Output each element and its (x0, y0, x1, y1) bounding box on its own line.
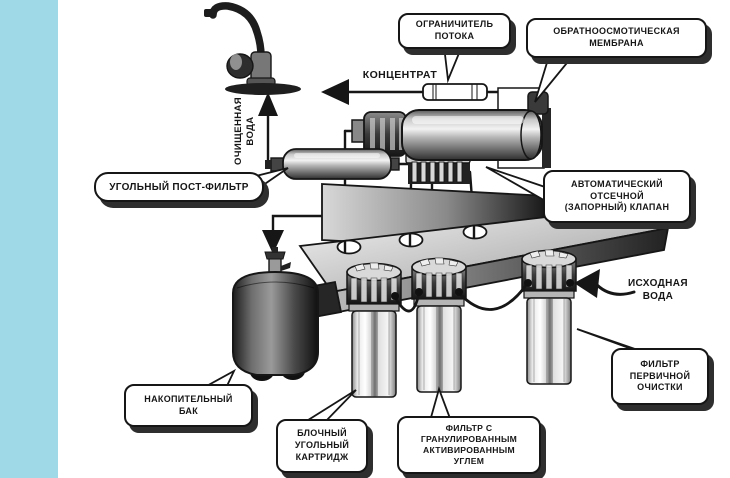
carbon-block-tail (301, 389, 357, 423)
callout-carbon-block: БЛОЧНЫЙ УГОЛЬНЫЙ КАРТРИДЖ (276, 419, 368, 473)
gac-housing (411, 257, 467, 393)
callout-storage-tank: НАКОПИТЕЛЬНЫЙ БАК (124, 384, 253, 427)
callout-shutoff-valve: АВТОМАТИЧЕСКИЙ ОТСЕЧНОЙ (ЗАПОРНЫЙ) КЛАПА… (543, 170, 691, 223)
carbon-block-housing (346, 262, 402, 398)
purified-water-arrow (258, 92, 278, 116)
faucet-device (204, 2, 301, 95)
concentrate-arrow (321, 79, 349, 105)
tank-arrow (262, 230, 284, 254)
feed-water-arrow (574, 269, 636, 298)
callout-post-filter: УГОЛЬНЫЙ ПОСТ-ФИЛЬТР (94, 172, 264, 202)
callout-primary-filter: ФИЛЬТР ПЕРВИЧНОЙ ОЧИСТКИ (611, 348, 709, 405)
label-purified-water: ОЧИЩЕННАЯ ВОДА (233, 97, 256, 165)
bracket-hole-1 (336, 239, 362, 255)
post-filter-device (265, 148, 400, 180)
housing-link-tubes (393, 282, 529, 313)
label-feed-water: ИСХОДНАЯ ВОДА (627, 278, 689, 302)
sidebar-accent-bar (0, 0, 58, 478)
membrane-tail (534, 55, 573, 103)
label-concentrate: КОНЦЕНТРАТ (362, 69, 438, 81)
callout-ro-membrane: ОБРАТНООСМОТИЧЕСКАЯ МЕМБРАНА (526, 18, 707, 58)
callout-gac-filter: ФИЛЬТР С ГРАНУЛИРОВАННЫМ АКТИВИРОВАННЫМ … (397, 416, 541, 474)
primary-housing (521, 249, 577, 385)
flow-restrictor-device (422, 83, 488, 101)
ro-membrane-device (351, 87, 551, 169)
storage-tank-device (232, 247, 319, 381)
purified-water-line (266, 110, 287, 164)
callout-flow-restrictor: ОГРАНИЧИТЕЛЬ ПОТОКА (398, 13, 511, 49)
tube-stubs-through-holes (343, 226, 476, 253)
